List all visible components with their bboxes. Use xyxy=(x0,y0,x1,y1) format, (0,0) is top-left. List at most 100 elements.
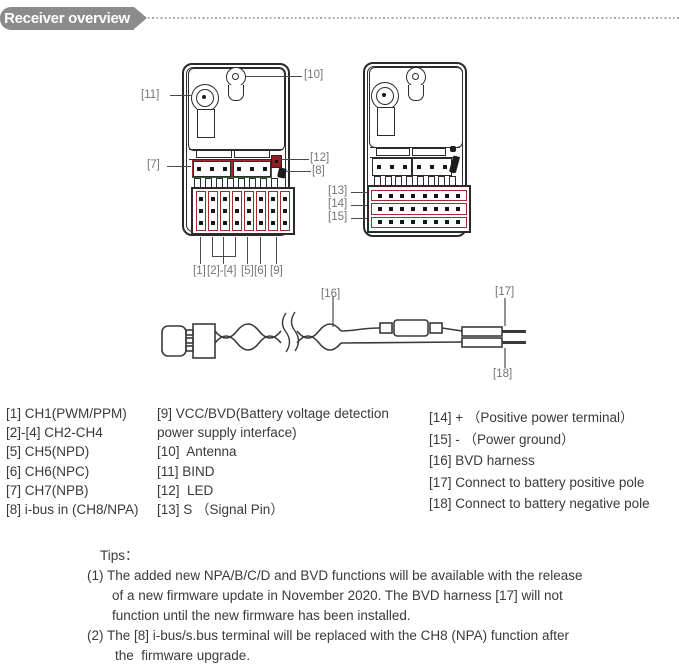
channel-pin-column xyxy=(232,191,242,231)
pin-icon xyxy=(433,193,438,198)
pin-icon xyxy=(247,221,251,225)
channel-pin-column xyxy=(208,191,218,231)
antenna-mount-center xyxy=(232,73,239,80)
pin-icon xyxy=(259,221,263,225)
channel-pin-column xyxy=(244,191,254,231)
ch7-connector-block xyxy=(192,160,232,178)
pin-icon xyxy=(377,193,382,198)
antenna-mount-center xyxy=(412,73,419,80)
pin-icon xyxy=(388,206,393,211)
bvd-harness-diagram xyxy=(161,296,526,368)
bind-button-stem xyxy=(197,109,215,138)
leader-line xyxy=(276,237,278,264)
pin-icon xyxy=(199,197,203,201)
pin-icon xyxy=(223,197,227,201)
harness-connector-housing xyxy=(161,325,187,357)
pin-icon xyxy=(271,221,275,225)
callout-12: [12] xyxy=(310,152,330,164)
tips-line: (1) The added new NPA/B/C/D and BVD func… xyxy=(87,568,583,583)
case-seam xyxy=(189,149,283,160)
case-seam xyxy=(370,147,460,158)
callout-9: [9] xyxy=(270,265,283,277)
callout-1: [1] xyxy=(193,265,206,277)
legend-item: [18] Connect to battery negative pole xyxy=(429,496,650,512)
leader-line xyxy=(351,192,367,194)
legend-item: [17] Connect to battery positive pole xyxy=(429,474,645,490)
pin-icon xyxy=(283,197,287,201)
callout-11: [11] xyxy=(141,89,160,101)
pin-icon xyxy=(411,193,416,198)
channel-pin-column xyxy=(256,191,266,231)
leader-line xyxy=(351,218,367,220)
dotted-rule xyxy=(148,17,679,19)
pin-icon xyxy=(222,167,227,171)
legend-item: [6] CH6(NPC) xyxy=(6,463,90,479)
leader-line xyxy=(281,159,309,161)
pin-icon xyxy=(209,167,214,171)
pin-icon xyxy=(247,209,251,213)
pin-icon xyxy=(235,221,239,225)
pin-icon xyxy=(445,220,450,225)
legend-column-2: [9] VCC/BVD(Battery voltage detection po… xyxy=(157,404,389,519)
leader-line xyxy=(200,237,202,264)
pin-icon xyxy=(377,206,382,211)
negative-terminal xyxy=(461,337,503,348)
pin-icon xyxy=(400,206,405,211)
leader-line xyxy=(247,237,249,264)
callout-8: [8] xyxy=(312,165,325,177)
leader-line xyxy=(167,166,191,168)
antenna-tab xyxy=(408,85,424,101)
case-outline xyxy=(363,62,467,237)
legend-item: [5] CH5(NPD) xyxy=(6,444,90,460)
callout-16: [16] xyxy=(321,288,341,300)
callout-15: [15] xyxy=(328,211,348,223)
leader-line xyxy=(212,237,214,256)
pin-icon xyxy=(271,197,275,201)
ibus-connector-block xyxy=(232,160,272,178)
receiver-front-view xyxy=(182,63,295,236)
case-outline xyxy=(182,63,290,236)
positive-wire xyxy=(340,327,381,332)
legend-item: [11] BIND xyxy=(157,463,215,479)
pin-icon xyxy=(259,197,263,201)
legend-item: [9] VCC/BVD(Battery voltage detection xyxy=(157,406,389,421)
legend-item: [13] S （Signal Pin） xyxy=(157,502,284,518)
section-title-banner: Receiver overview xyxy=(0,7,134,30)
leader-line xyxy=(223,237,225,256)
pin-row-block xyxy=(367,185,471,233)
receiver-back-view xyxy=(363,62,471,237)
harness-plug xyxy=(192,323,216,359)
side-latch-tab xyxy=(450,146,456,152)
pin-icon xyxy=(211,197,215,201)
callout-18: [18] xyxy=(493,368,513,380)
seam-insert xyxy=(376,148,410,156)
callout-7: [7] xyxy=(147,159,160,171)
pin-icon xyxy=(283,209,287,213)
legend-column-1: [1] CH1(PWM/PPM) [2]-[4] CH2-CH4 [5] CH5… xyxy=(6,404,139,519)
pin-icon xyxy=(199,209,203,213)
connector-block xyxy=(372,158,412,176)
leader-line xyxy=(260,237,262,264)
pin-icon xyxy=(433,220,438,225)
leader-line xyxy=(287,171,311,173)
pin-icon xyxy=(422,206,427,211)
tips-line: function until the new firmware has been… xyxy=(112,608,411,623)
pin-icon xyxy=(211,209,215,213)
callout-17: [17] xyxy=(495,286,515,298)
pin-icon xyxy=(422,220,427,225)
legend-item: [8] i-bus in (CH8/NPA) xyxy=(6,502,139,518)
channel-pin-column xyxy=(220,191,230,231)
pin-icon xyxy=(417,165,422,169)
legend-item: [2]-[4] CH2-CH4 xyxy=(6,425,103,441)
callout-6: [6] xyxy=(254,265,267,277)
pin-icon xyxy=(235,197,239,201)
pin-icon xyxy=(429,165,434,169)
channel-pin-block xyxy=(191,187,295,235)
legend-item: [12] LED xyxy=(157,482,214,498)
legend-item: [16] BVD harness xyxy=(429,453,535,469)
pin-icon xyxy=(259,209,263,213)
legend-item: [10] Antenna xyxy=(157,444,237,460)
pin-icon xyxy=(433,206,438,211)
callout-14: [14] xyxy=(328,198,348,210)
